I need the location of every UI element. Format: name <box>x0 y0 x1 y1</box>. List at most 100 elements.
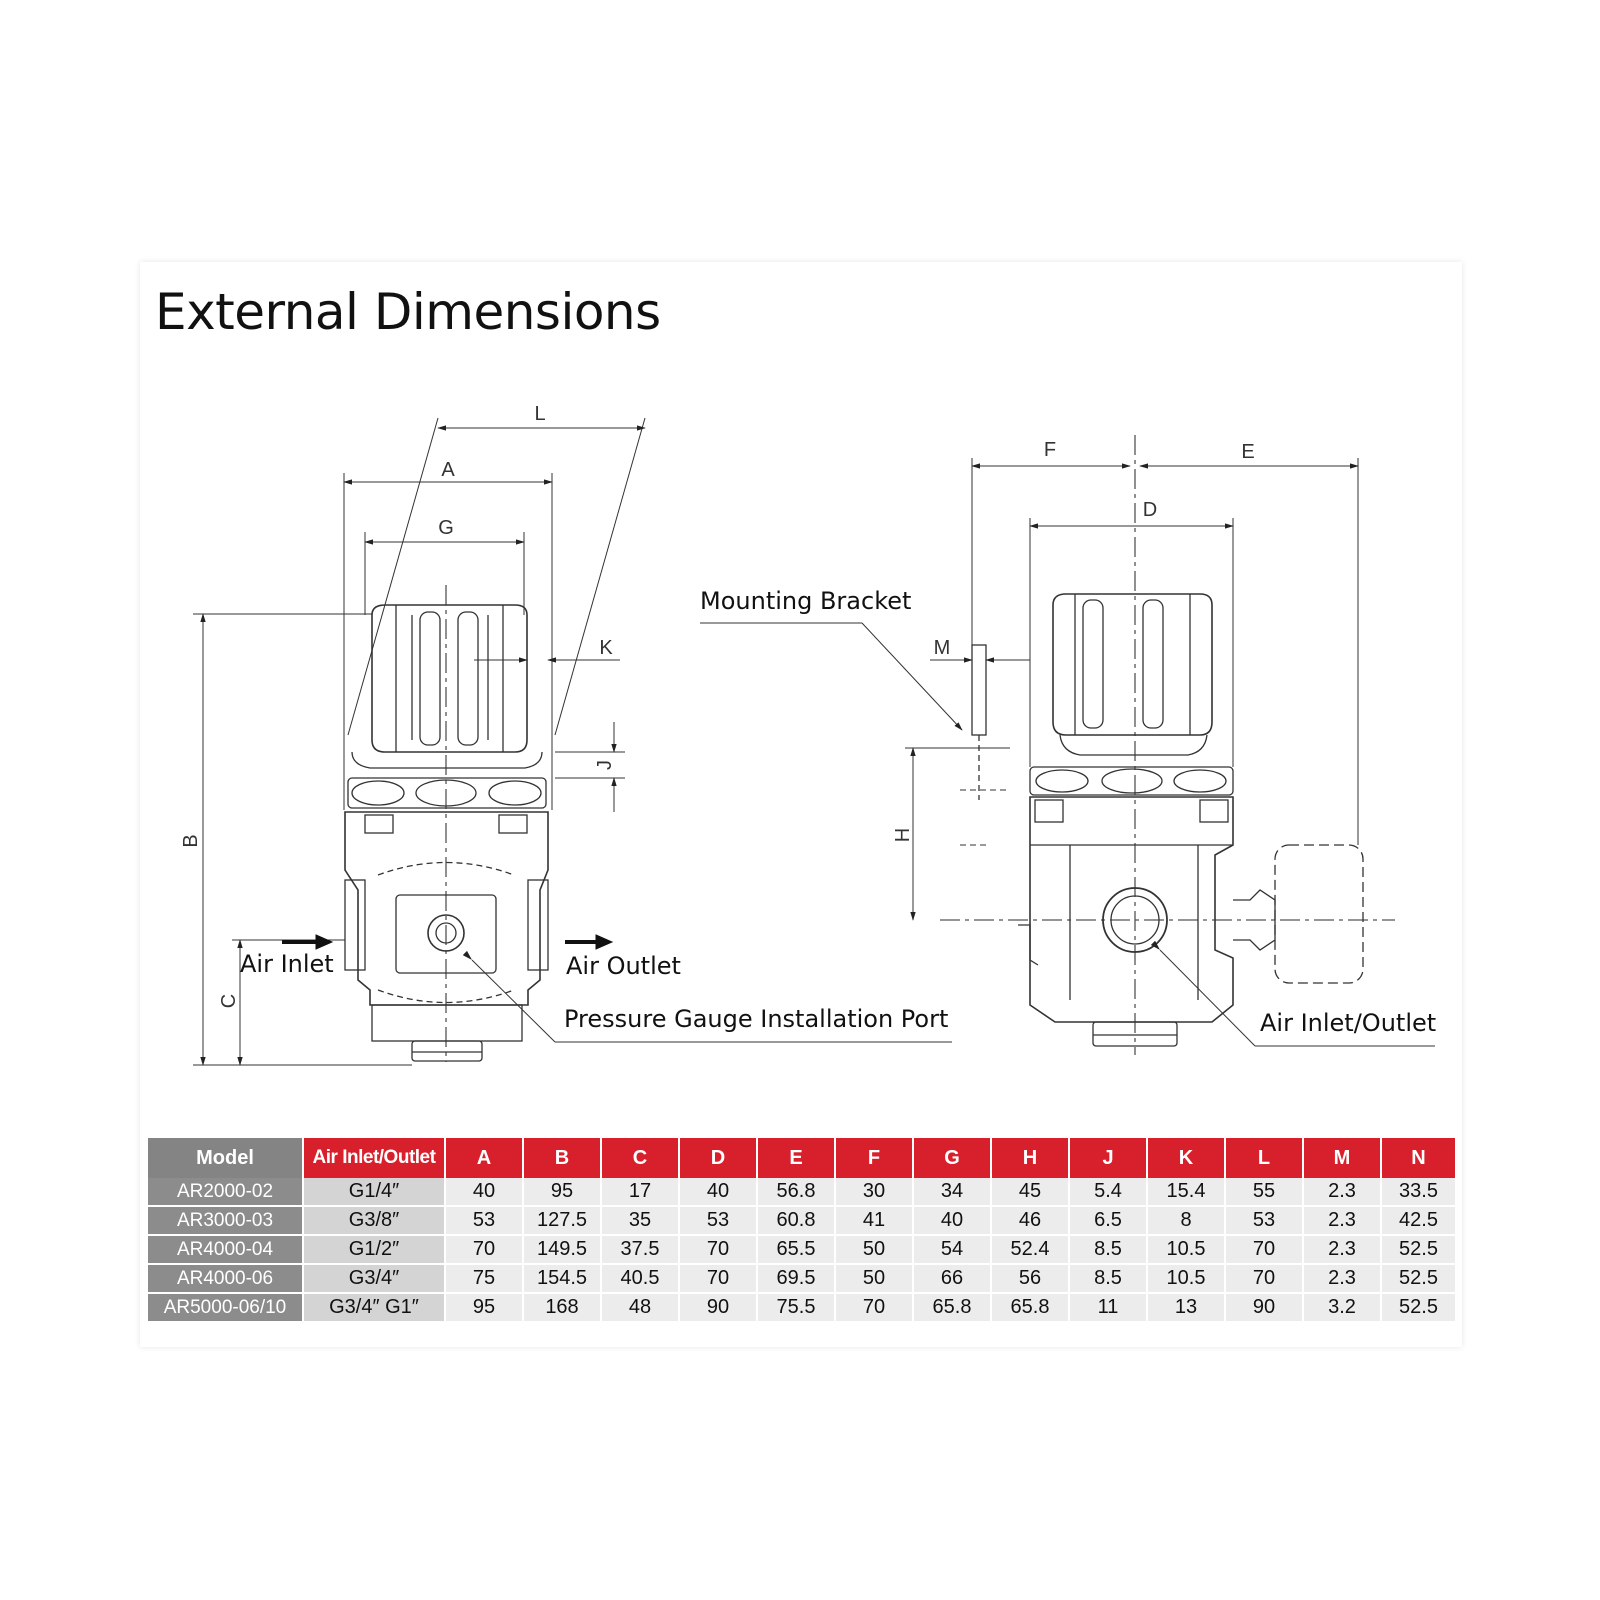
header-F: F <box>835 1138 914 1178</box>
dimension-cell: 52.5 <box>1381 1235 1457 1265</box>
header-M: M <box>1303 1138 1382 1178</box>
dimension-cell: 66 <box>913 1264 992 1294</box>
dimension-cell: 8.5 <box>1069 1264 1148 1294</box>
dimension-cell: 10.5 <box>1147 1235 1226 1265</box>
dimension-cell: 75 <box>445 1264 524 1294</box>
dimension-cell: 3.2 <box>1303 1293 1382 1323</box>
dimension-cell: 8.5 <box>1069 1235 1148 1265</box>
dimension-cell: 2.3 <box>1303 1178 1382 1207</box>
dimension-cell: 33.5 <box>1381 1178 1457 1207</box>
dim-label-C: C <box>218 994 240 1008</box>
side-view-leaders <box>700 622 1435 1047</box>
port-cell: G3/8″ <box>303 1206 446 1236</box>
dimension-cell: 15.4 <box>1147 1178 1226 1207</box>
dimension-cell: 70 <box>445 1235 524 1265</box>
dimension-cell: 2.3 <box>1303 1264 1382 1294</box>
dimension-cell: 65.5 <box>757 1235 836 1265</box>
dim-label-F: F <box>1044 439 1056 461</box>
model-cell: AR3000-03 <box>148 1206 304 1236</box>
dim-label-K: K <box>599 637 613 659</box>
dimension-letters: L A G K J B C F E D M H <box>180 403 1255 1008</box>
dimension-cell: 56.8 <box>757 1178 836 1207</box>
callout-air-outlet: Air Outlet <box>566 952 681 980</box>
page-title: External Dimensions <box>155 283 661 341</box>
header-J: J <box>1069 1138 1148 1178</box>
dimension-cell: 168 <box>523 1293 602 1323</box>
dimension-cell: 55 <box>1225 1178 1304 1207</box>
header-C: C <box>601 1138 680 1178</box>
dim-label-A: A <box>441 459 455 481</box>
dimension-cell: 42.5 <box>1381 1206 1457 1236</box>
port-cell: G1/2″ <box>303 1235 446 1265</box>
dimension-cell: 17 <box>601 1178 680 1207</box>
callout-air-inlet: Air Inlet <box>240 950 334 978</box>
dimension-cell: 70 <box>1225 1264 1304 1294</box>
dimension-cell: 45 <box>991 1178 1070 1207</box>
front-view <box>344 585 549 1062</box>
dimension-cell: 48 <box>601 1293 680 1323</box>
dimension-cell: 90 <box>1225 1293 1304 1323</box>
dimension-cell: 127.5 <box>523 1206 602 1236</box>
dim-label-M: M <box>934 637 951 659</box>
header-G: G <box>913 1138 992 1178</box>
dimension-cell: 52.5 <box>1381 1293 1457 1323</box>
callouts: Mounting Bracket Air Inlet Air Outlet Pr… <box>240 587 1436 1037</box>
gauge-port-leader <box>462 950 952 1043</box>
header-N: N <box>1381 1138 1457 1178</box>
dimension-cell: 60.8 <box>757 1206 836 1236</box>
dimension-cell: 65.8 <box>991 1293 1070 1323</box>
dimension-cell: 52.4 <box>991 1235 1070 1265</box>
dimension-cell: 10.5 <box>1147 1264 1226 1294</box>
model-cell: AR4000-04 <box>148 1235 304 1265</box>
dimension-cell: 53 <box>679 1206 758 1236</box>
callout-mounting-bracket: Mounting Bracket <box>700 587 911 615</box>
dimension-cell: 37.5 <box>601 1235 680 1265</box>
header-L: L <box>1225 1138 1304 1178</box>
dimension-cell: 5.4 <box>1069 1178 1148 1207</box>
dimension-cell: 50 <box>835 1264 914 1294</box>
dimension-cell: 50 <box>835 1235 914 1265</box>
dim-label-G: G <box>438 517 454 539</box>
dim-label-L: L <box>534 403 545 425</box>
dimension-table: Model Air Inlet/Outlet A B C D E F G H J… <box>148 1138 1457 1323</box>
dimension-cell: 90 <box>679 1293 758 1323</box>
dimension-cell: 70 <box>679 1235 758 1265</box>
dimension-cell: 52.5 <box>1381 1264 1457 1294</box>
header-B: B <box>523 1138 602 1178</box>
front-view-dimensions <box>193 417 646 1066</box>
dim-label-J: J <box>594 760 616 770</box>
port-cell: G1/4″ <box>303 1178 446 1207</box>
dimension-cell: 35 <box>601 1206 680 1236</box>
dim-label-D: D <box>1143 499 1157 521</box>
dimension-cell: 40 <box>913 1206 992 1236</box>
dimension-cell: 69.5 <box>757 1264 836 1294</box>
table-header-row: Model Air Inlet/Outlet A B C D E F G H J… <box>148 1138 1457 1178</box>
port-cell: G3/4″ <box>303 1264 446 1294</box>
header-E: E <box>757 1138 836 1178</box>
header-H: H <box>991 1138 1070 1178</box>
header-K: K <box>1147 1138 1226 1178</box>
header-D: D <box>679 1138 758 1178</box>
side-view <box>940 435 1395 1055</box>
dimension-cell: 149.5 <box>523 1235 602 1265</box>
dimension-cell: 70 <box>679 1264 758 1294</box>
dim-label-H: H <box>892 828 914 842</box>
dimension-cell: 70 <box>1225 1235 1304 1265</box>
dimension-cell: 53 <box>445 1206 524 1236</box>
dim-label-B: B <box>180 834 202 847</box>
dimension-cell: 2.3 <box>1303 1206 1382 1236</box>
header-model: Model <box>148 1138 304 1178</box>
dimension-cell: 75.5 <box>757 1293 836 1323</box>
callout-pressure-gauge-port: Pressure Gauge Installation Port <box>564 1005 948 1033</box>
dimension-cell: 30 <box>835 1178 914 1207</box>
model-cell: AR5000-06/10 <box>148 1293 304 1323</box>
callout-air-inlet-outlet: Air Inlet/Outlet <box>1260 1009 1436 1037</box>
dimension-cell: 70 <box>835 1293 914 1323</box>
dimension-cell: 8 <box>1147 1206 1226 1236</box>
header-A: A <box>445 1138 524 1178</box>
